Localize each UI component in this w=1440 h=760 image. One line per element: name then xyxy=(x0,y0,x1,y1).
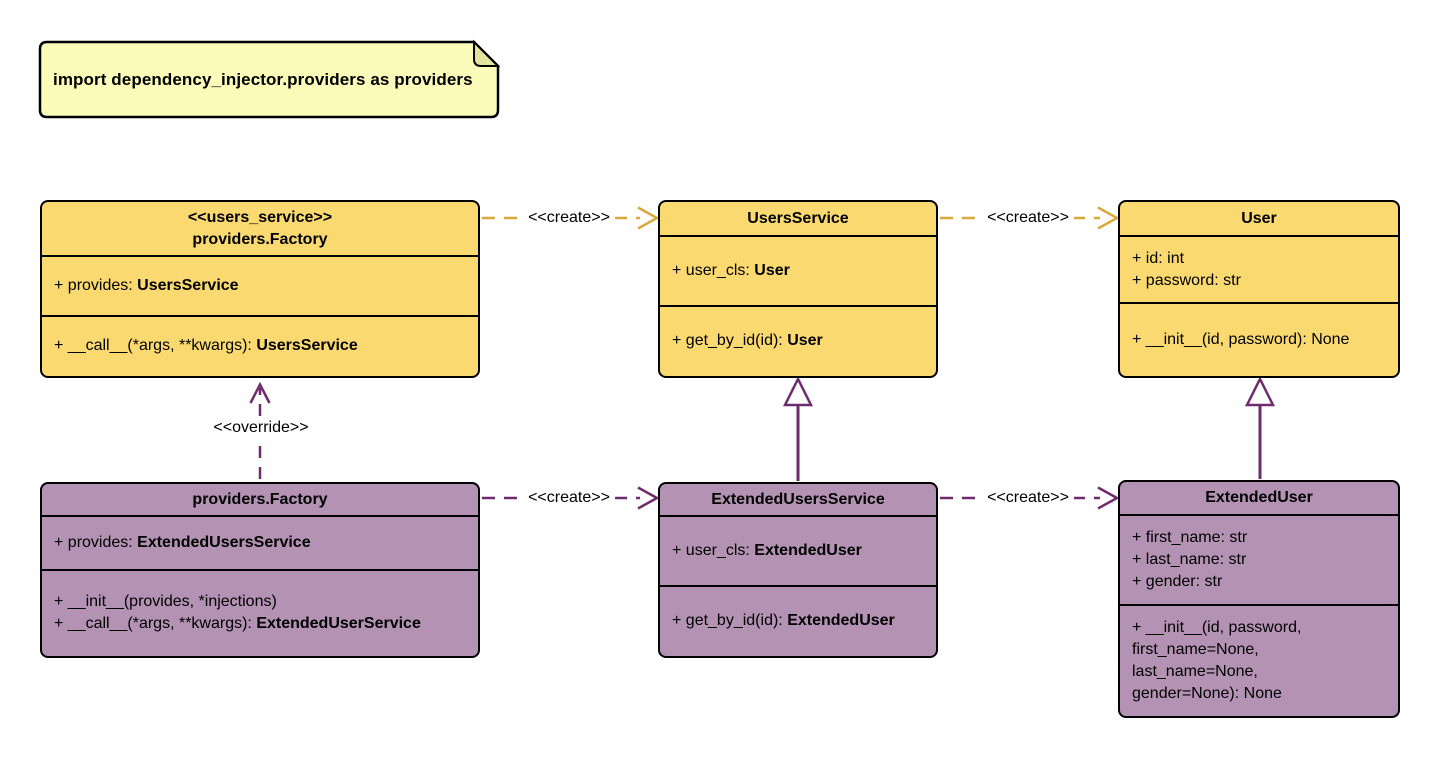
class-title-line: UsersService xyxy=(747,209,849,227)
class-method: + __init__(id, password): None xyxy=(1132,330,1350,348)
class-attribute: + id: int xyxy=(1132,249,1185,267)
class-title: providers.Factory xyxy=(42,484,478,515)
override-arrow-label: <<override>> xyxy=(208,419,314,437)
class-title: ExtendedUsersService xyxy=(660,484,936,515)
class-attribute: + password: str xyxy=(1132,271,1241,289)
class-title-line: <<users_service>> xyxy=(187,208,333,226)
class-title-line: providers.Factory xyxy=(192,490,328,508)
import-note: import dependency_injector.providers as … xyxy=(53,69,473,89)
class-method: + get_by_id(id): ExtendedUser xyxy=(672,612,895,629)
class-box-extendeduser: ExtendedUser + first_name: str + last_nam… xyxy=(1118,480,1400,718)
class-attributes-section: + user_cls: ExtendedUser xyxy=(660,515,936,585)
class-box-extendedusersservice: ExtendedUsersService + user_cls: Extende… xyxy=(658,482,938,658)
class-methods-section: + __init__(id, password, first_name=None,… xyxy=(1120,604,1398,715)
class-method: + __init__(id, password, xyxy=(1132,618,1302,636)
inheritance-arrow-extendedusersservice xyxy=(782,376,814,481)
class-title: ExtendedUser xyxy=(1120,482,1398,514)
class-title-line: ExtendedUser xyxy=(1205,489,1313,506)
class-methods-section: + __call__(*args, **kwargs): UsersServic… xyxy=(42,315,478,375)
class-method: + get_by_id(id): User xyxy=(672,332,823,349)
class-method: + __call__(*args, **kwargs): UsersServic… xyxy=(54,337,358,354)
class-title-line: ExtendedUsersService xyxy=(711,490,885,508)
class-attribute: + user_cls: ExtendedUser xyxy=(672,542,862,559)
class-attribute: + gender: str xyxy=(1132,573,1223,590)
class-method: first_name=None, xyxy=(1132,640,1259,658)
class-attribute: + provides: ExtendedUsersService xyxy=(54,534,311,551)
class-title: <<users_service>> providers.Factory xyxy=(42,202,478,255)
class-attributes-section: + first_name: str + last_name: str + gende… xyxy=(1120,514,1398,604)
class-methods-section: + get_by_id(id): ExtendedUser xyxy=(660,585,936,655)
class-attributes-section: + provides: UsersService xyxy=(42,255,478,315)
create-arrow-label: <<create>> xyxy=(523,489,615,507)
class-box-usersservice: UsersService + user_cls: User + get_by_i… xyxy=(658,200,938,378)
class-attribute: + first_name: str xyxy=(1132,529,1248,546)
class-title: UsersService xyxy=(660,202,936,235)
class-method: + __call__(*args, **kwargs): ExtendedUse… xyxy=(54,615,421,632)
note-fold-corner-icon xyxy=(473,39,501,67)
class-method: gender=None): None xyxy=(1132,684,1282,702)
inheritance-arrow-extendeduser xyxy=(1244,376,1276,479)
class-method: + __init__(provides, *injections) xyxy=(54,593,277,610)
class-attributes-section: + user_cls: User xyxy=(660,235,936,305)
note-body xyxy=(38,40,500,119)
class-method: last_name=None, xyxy=(1132,662,1258,680)
create-arrow-label: <<create>> xyxy=(982,489,1074,507)
class-methods-section: + __init__(provides, *injections) + __cal… xyxy=(42,569,478,655)
class-methods-section: + __init__(id, password): None xyxy=(1120,302,1398,375)
class-title: User xyxy=(1120,202,1398,235)
class-methods-section: + get_by_id(id): User xyxy=(660,305,936,375)
create-arrow-label: <<create>> xyxy=(523,209,615,227)
class-attribute: + last_name: str xyxy=(1132,551,1247,568)
note-shape xyxy=(38,39,501,119)
class-title-line: User xyxy=(1241,209,1277,227)
create-arrow-label: <<create>> xyxy=(982,209,1074,227)
class-box-providers-factory-users-service: <<users_service>> providers.Factory + pro… xyxy=(40,200,480,378)
class-box-providers-factory-extended: providers.Factory + provides: ExtendedUs… xyxy=(40,482,480,658)
class-attribute: + user_cls: User xyxy=(672,262,790,279)
class-attributes-section: + provides: ExtendedUsersService xyxy=(42,515,478,569)
class-attribute: + provides: UsersService xyxy=(54,277,239,294)
class-title-line: providers.Factory xyxy=(192,230,328,248)
class-box-user: User + id: int + password: str + __init__… xyxy=(1118,200,1400,378)
class-attributes-section: + id: int + password: str xyxy=(1120,235,1398,302)
